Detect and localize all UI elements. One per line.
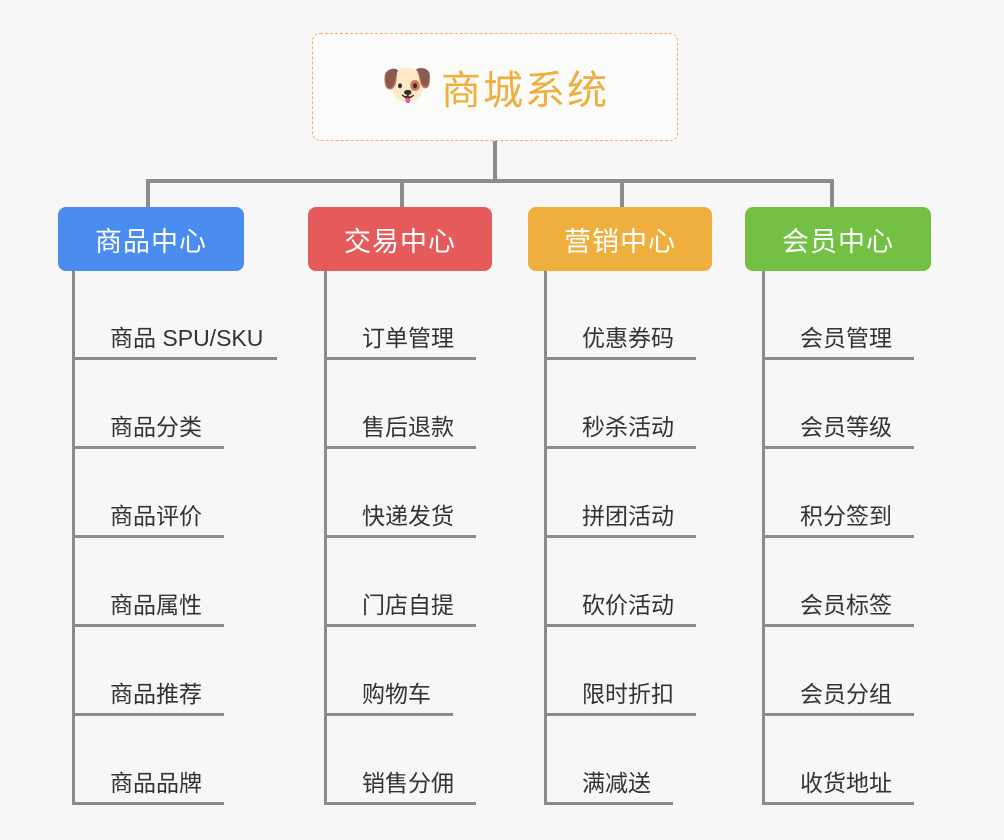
leaf-item-label: 会员分组 bbox=[800, 680, 892, 707]
leaf-item[interactable]: 秒杀活动 bbox=[544, 360, 696, 449]
connector-spine-2 bbox=[324, 271, 327, 805]
leaf-item[interactable]: 砍价活动 bbox=[544, 538, 696, 627]
leaf-item[interactable]: 收货地址 bbox=[762, 716, 914, 805]
root-node-label: 商城系统 bbox=[441, 69, 609, 113]
category-label: 商品中心 bbox=[95, 226, 207, 257]
leaf-item-label: 门店自提 bbox=[362, 591, 454, 618]
category-box-4[interactable]: 会员中心 bbox=[745, 207, 931, 271]
connector-horizontal-bus bbox=[148, 179, 834, 183]
leaf-item[interactable]: 订单管理 bbox=[324, 271, 476, 360]
leaf-item[interactable]: 购物车 bbox=[324, 627, 453, 716]
leaf-item[interactable]: 商品属性 bbox=[72, 538, 224, 627]
connector-drop-2 bbox=[400, 179, 404, 207]
leaf-item[interactable]: 销售分佣 bbox=[324, 716, 476, 805]
category-box-2[interactable]: 交易中心 bbox=[308, 207, 492, 271]
category-label: 营销中心 bbox=[564, 226, 676, 257]
leaf-item[interactable]: 会员管理 bbox=[762, 271, 914, 360]
leaf-item[interactable]: 拼团活动 bbox=[544, 449, 696, 538]
leaf-item[interactable]: 商品 SPU/SKU bbox=[72, 271, 277, 360]
leaf-item-label: 拼团活动 bbox=[582, 502, 674, 529]
leaf-item-label: 商品品牌 bbox=[110, 769, 202, 796]
leaf-item[interactable]: 会员分组 bbox=[762, 627, 914, 716]
leaf-item[interactable]: 售后退款 bbox=[324, 360, 476, 449]
leaf-item-label: 积分签到 bbox=[800, 502, 892, 529]
connector-root-stem bbox=[493, 141, 497, 182]
leaf-item[interactable]: 会员等级 bbox=[762, 360, 914, 449]
leaf-item-label: 限时折扣 bbox=[582, 680, 674, 707]
leaf-item[interactable]: 快递发货 bbox=[324, 449, 476, 538]
connector-drop-4 bbox=[830, 179, 834, 207]
leaf-item-label: 订单管理 bbox=[362, 324, 454, 351]
connector-drop-1 bbox=[146, 179, 150, 207]
leaf-item-label: 售后退款 bbox=[362, 413, 454, 440]
leaf-item[interactable]: 商品评价 bbox=[72, 449, 224, 538]
leaf-item-label: 优惠券码 bbox=[582, 324, 674, 351]
leaf-item-label: 砍价活动 bbox=[582, 591, 674, 618]
connector-spine-1 bbox=[72, 271, 75, 805]
category-label: 会员中心 bbox=[782, 226, 894, 257]
leaf-item[interactable]: 商品分类 bbox=[72, 360, 224, 449]
leaf-item[interactable]: 积分签到 bbox=[762, 449, 914, 538]
leaf-item[interactable]: 优惠券码 bbox=[544, 271, 696, 360]
leaf-item-label: 商品推荐 bbox=[110, 680, 202, 707]
leaf-item[interactable]: 会员标签 bbox=[762, 538, 914, 627]
leaf-item-label: 会员标签 bbox=[800, 591, 892, 618]
category-box-3[interactable]: 营销中心 bbox=[528, 207, 712, 271]
leaf-item-label: 会员等级 bbox=[800, 413, 892, 440]
leaf-item-label: 商品分类 bbox=[110, 413, 202, 440]
connector-spine-4 bbox=[762, 271, 765, 805]
leaf-item-label: 满减送 bbox=[582, 769, 651, 796]
leaf-item-label: 销售分佣 bbox=[362, 769, 454, 796]
leaf-item[interactable]: 门店自提 bbox=[324, 538, 476, 627]
leaf-item-label: 商品评价 bbox=[110, 502, 202, 529]
leaf-item[interactable]: 限时折扣 bbox=[544, 627, 696, 716]
leaf-item-label: 购物车 bbox=[362, 680, 431, 707]
connector-spine-3 bbox=[544, 271, 547, 805]
category-box-1[interactable]: 商品中心 bbox=[58, 207, 244, 271]
leaf-item-label: 收货地址 bbox=[800, 769, 892, 796]
leaf-item[interactable]: 商品品牌 bbox=[72, 716, 224, 805]
dog-face-icon: 🐶 bbox=[381, 61, 434, 108]
leaf-item-label: 快递发货 bbox=[362, 502, 454, 529]
root-node-mall-system[interactable]: 🐶 商城系统 bbox=[312, 33, 678, 141]
category-label: 交易中心 bbox=[344, 226, 456, 257]
leaf-item[interactable]: 商品推荐 bbox=[72, 627, 224, 716]
leaf-item-label: 会员管理 bbox=[800, 324, 892, 351]
leaf-item-label: 秒杀活动 bbox=[582, 413, 674, 440]
leaf-item[interactable]: 满减送 bbox=[544, 716, 673, 805]
connector-drop-3 bbox=[620, 179, 624, 207]
leaf-item-label: 商品属性 bbox=[110, 591, 202, 618]
leaf-item-label: 商品 SPU/SKU bbox=[110, 324, 264, 351]
